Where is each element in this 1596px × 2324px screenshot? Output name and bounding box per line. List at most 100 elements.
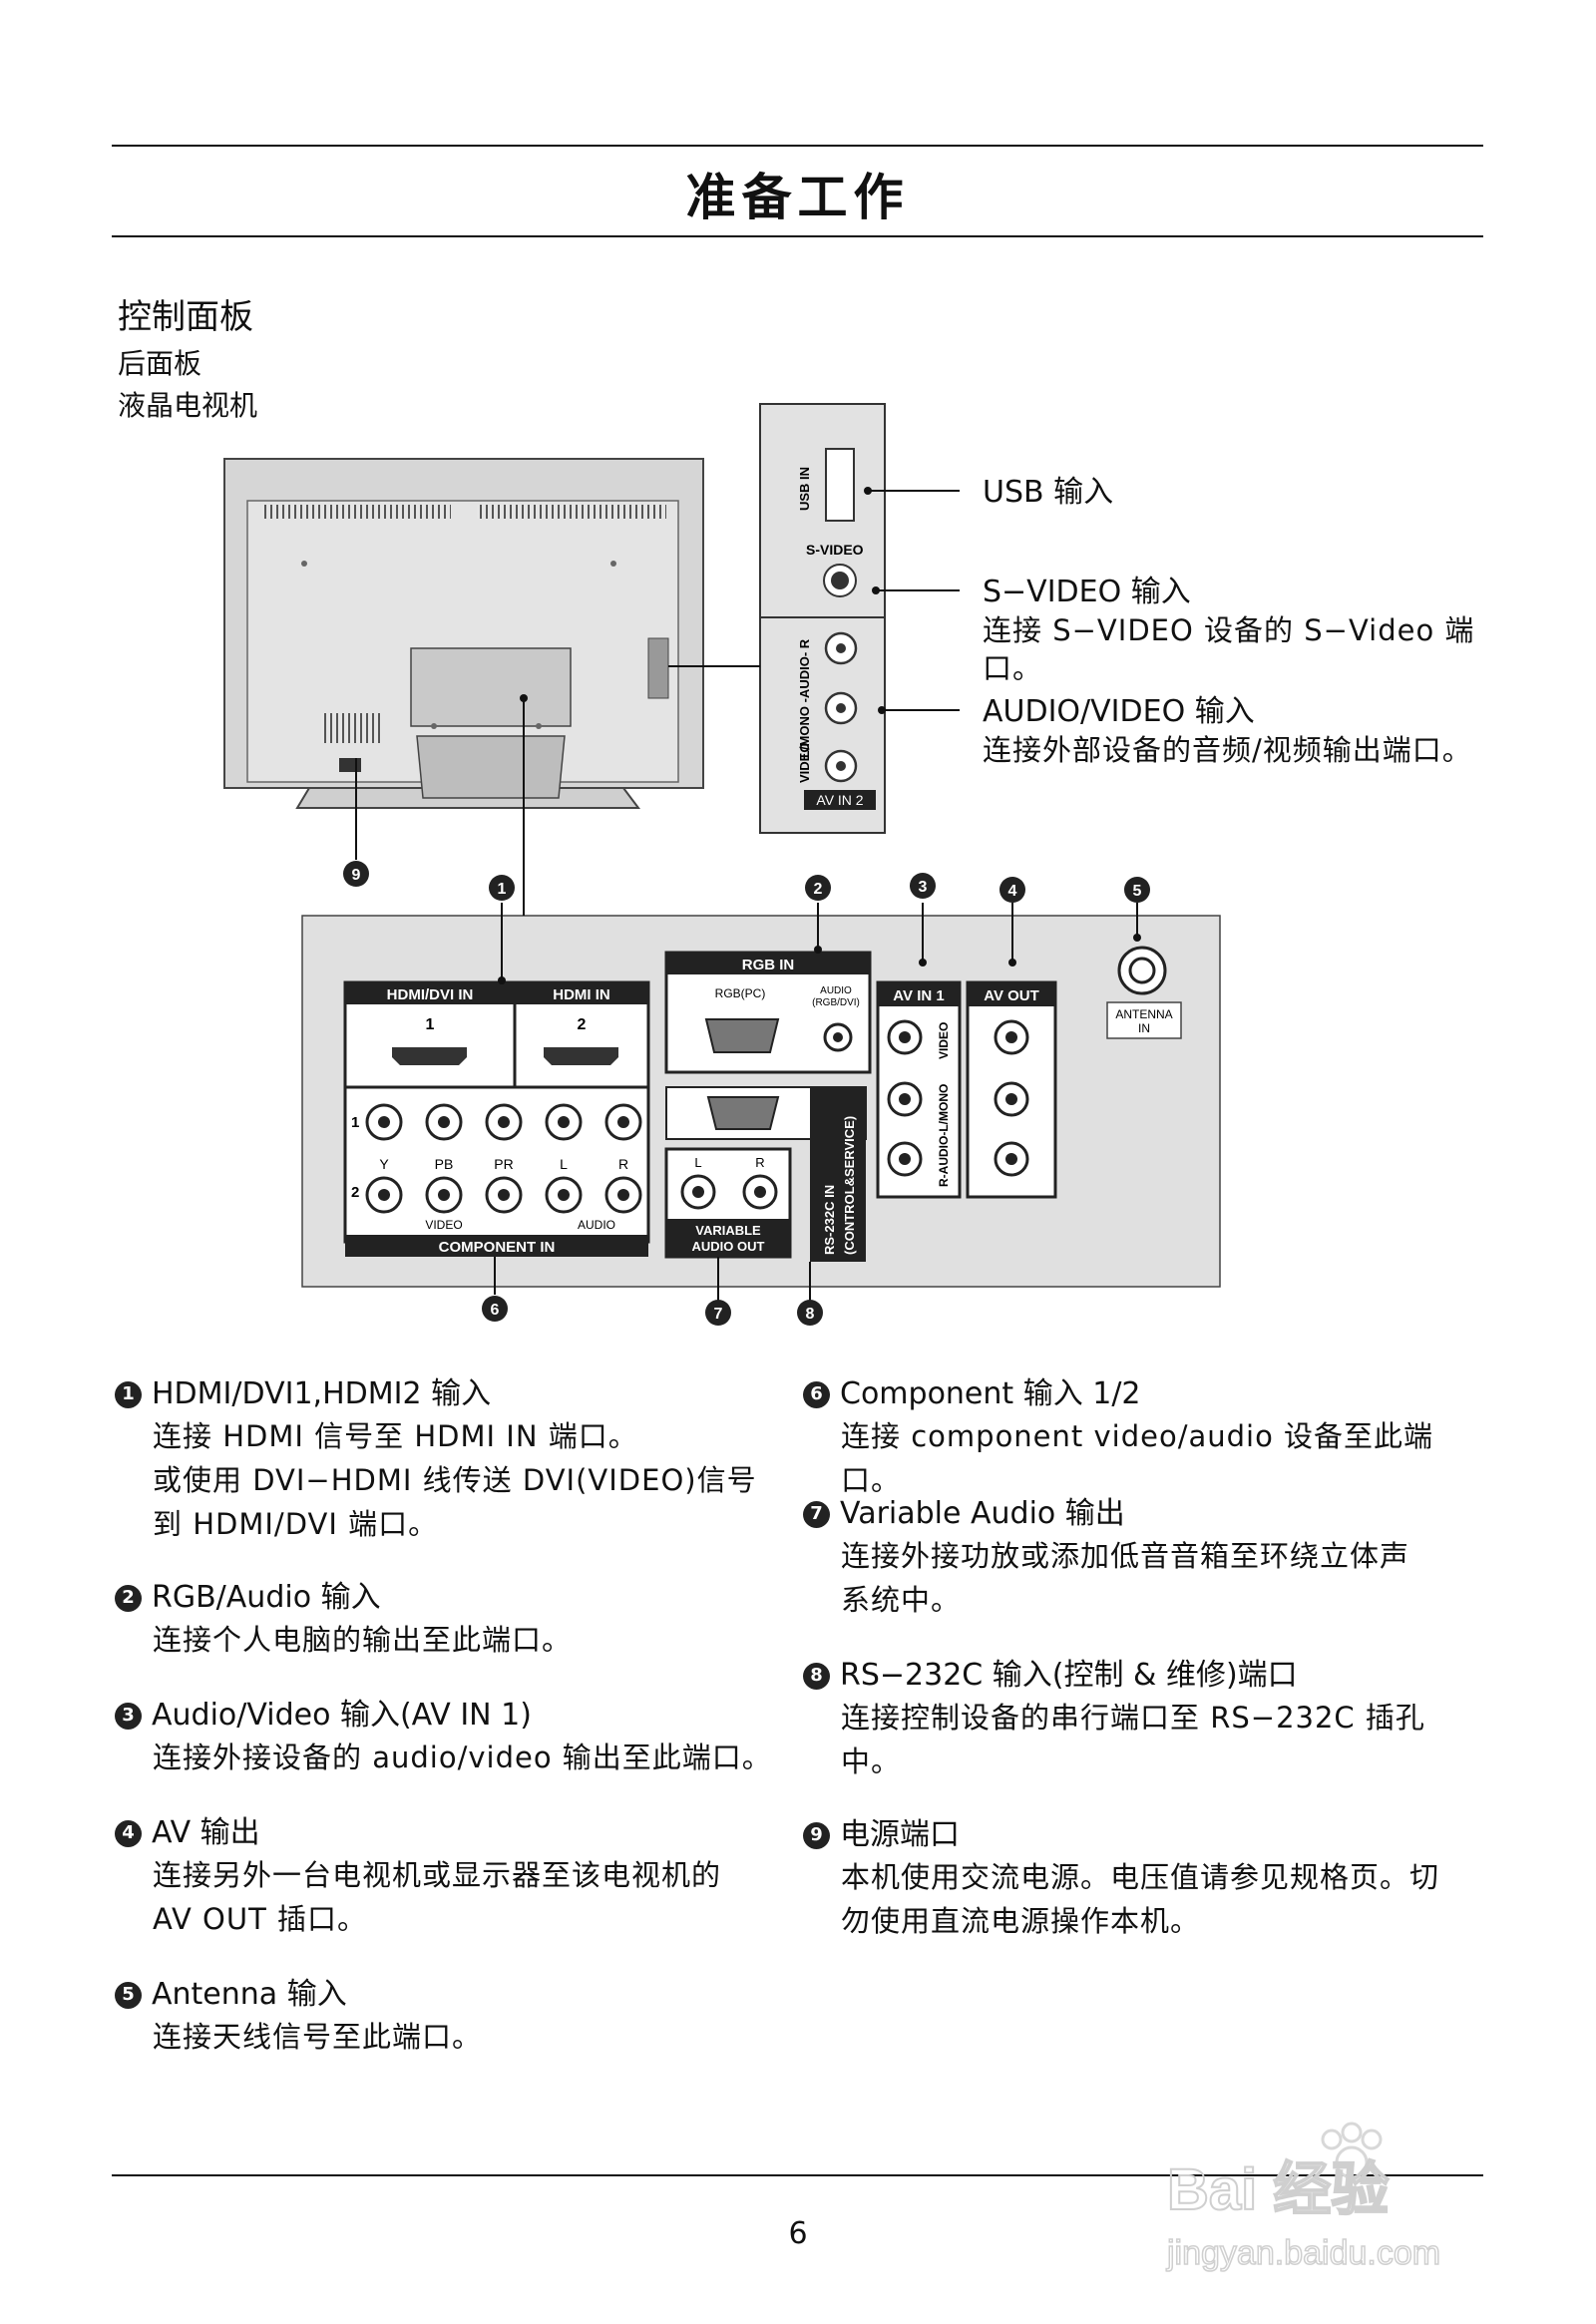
callout-usb-title: USB 输入 [983,475,1114,510]
rear-panel-diagram: USB IN S-VIDEO L/MONO -AUDIO- R VIDEO AV… [223,403,1221,1326]
svg-text:8: 8 [806,1306,815,1323]
item-desc-line: 或使用 DVI−HDMI 线传送 DVI(VIDEO)信号 [153,1463,757,1497]
item-number: 7 [803,1500,830,1528]
item-number: 2 [115,1584,142,1612]
component-audio-label: AUDIO [578,1218,615,1232]
hdmi-dvi-in-label: HDMI/DVI IN [387,986,474,1003]
watermark-brand: Bai 经验 [1167,2157,1389,2222]
watermark-url: jingyan.baidu.com [1166,2234,1440,2272]
top-rule [112,145,1483,147]
component-l-label: L [560,1156,568,1172]
item-title: RGB/Audio 输入 [152,1580,381,1615]
svg-text:4: 4 [1008,883,1017,900]
item-desc-line: 连接外接设备的 audio/video 输出至此端口。 [153,1741,772,1774]
callout-svideo-title: S−VIDEO 输入 [983,575,1191,609]
svg-text:7: 7 [714,1306,723,1323]
subsection-rear-panel: 后面板 [118,347,202,380]
marker-8: 8 [797,1300,823,1326]
item-desc-line: 本机使用交流电源。电压值请参见规格页。切 [841,1860,1440,1894]
bottom-rule [112,2174,1483,2176]
item-desc-line: 连接天线信号至此端口。 [153,2020,483,2054]
list-item: 8 RS−232C 输入(控制 & 维修)端口 连接控制设备的串行端口至 RS−2… [803,1656,1481,1783]
item-desc-line: 连接控制设备的串行端口至 RS−232C 插孔 [841,1701,1425,1735]
side-audio-label: L/MONO -AUDIO- R [797,638,812,758]
title-rule [112,235,1483,237]
tv-back-illustration [223,458,704,809]
item-desc-line: 连接个人电脑的输出至此端口。 [153,1623,573,1657]
variable-label-2: AUDIO OUT [692,1239,765,1254]
rgb-in-label: RGB IN [742,957,795,973]
marker-2: 2 [805,875,831,901]
item-desc-line: 连接 component video/audio 设备至此端口。 [841,1419,1434,1497]
callout-av-desc: 连接外部设备的音频/视频输出端口。 [983,733,1472,767]
list-item: 5 Antenna 输入 连接天线信号至此端口。 [115,1975,793,2059]
component-pb-label: PB [435,1156,454,1172]
page-number: 6 [788,2216,808,2251]
item-number: 1 [115,1380,142,1408]
marker-4: 4 [999,877,1025,903]
svg-text:5: 5 [1133,883,1142,900]
item-number: 6 [803,1380,830,1408]
side-av-panel: USB IN S-VIDEO L/MONO -AUDIO- R VIDEO AV… [759,403,886,834]
av-out-label: AV OUT [984,987,1039,1004]
marker-7: 7 [705,1300,731,1326]
av-in-1-label: AV IN 1 [893,987,944,1004]
subsection-lcd-tv: 液晶电视机 [118,389,258,422]
component-y-label: Y [379,1156,389,1172]
callout-av: AUDIO/VIDEO 输入 连接外部设备的音频/视频输出端口。 [983,693,1481,769]
item-desc-line: 连接外接功放或添加低音音箱至环绕立体声 [841,1539,1410,1573]
audio-rgb-dvi-label-1: AUDIO [820,985,852,996]
marker-3: 3 [910,873,936,899]
variable-label-1: VARIABLE [695,1223,761,1238]
marker-5: 5 [1124,877,1150,903]
list-item: 1 HDMI/DVI1,HDMI2 输入 连接 HDMI 信号至 HDMI IN … [115,1374,793,1546]
rgb-pc-label: RGB(PC) [715,986,766,1000]
component-in-label: COMPONENT IN [439,1239,556,1256]
item-desc-line: 连接 HDMI 信号至 HDMI IN 端口。 [153,1419,638,1453]
svg-text:3: 3 [919,879,928,896]
hdmi-1-label: 1 [426,1016,435,1033]
item-title: Audio/Video 输入(AV IN 1) [152,1698,532,1733]
item-title: Variable Audio 输出 [840,1496,1125,1531]
usb-in-label: USB IN [797,467,812,511]
callout-svideo: S−VIDEO 输入 连接 S−VIDEO 设备的 S−Video 端口。 [983,574,1481,687]
item-desc-line: 勿使用直流电源操作本机。 [841,1904,1201,1938]
component-r-label: R [618,1156,628,1172]
item-desc-line: 连接另外一台电视机或显示器至该电视机的 [153,1858,722,1892]
list-item: 7 Variable Audio 输出 连接外接功放或添加低音音箱至环绕立体声系统… [803,1494,1481,1622]
item-title: RS−232C 输入(控制 & 维修)端口 [840,1658,1298,1693]
antenna-label-1: ANTENNA [1115,1007,1172,1021]
item-desc-line: 中。 [841,1744,902,1778]
item-desc-line: AV OUT 插口。 [153,1902,368,1936]
item-title: Antenna 输入 [152,1977,347,2012]
variable-l-label: L [694,1155,701,1170]
item-desc-line: 到 HDMI/DVI 端口。 [153,1507,439,1541]
page-title: 准备工作 [685,169,910,226]
side-video-label: VIDEO [797,743,812,783]
item-desc-line: 系统中。 [841,1583,962,1617]
main-connector-panel: HDMI/DVI IN HDMI IN 1 2 1 2 Y PB PR L R … [301,915,1221,1288]
watermark-logo: Bai 经验 jingyan.baidu.com [1165,2122,1441,2273]
component-row-1-label: 1 [351,1114,359,1131]
item-title: 电源端口 [840,1817,960,1852]
callout-usb: USB 输入 [983,474,1113,512]
item-number: 5 [115,1981,142,2009]
list-item: 6 Component 输入 1/2 连接 component video/aud… [803,1374,1481,1502]
rs232-label-1: RS-232C IN [822,1185,837,1255]
marker-9: 9 [343,861,369,887]
svg-text:2: 2 [814,881,823,898]
marker-6: 6 [482,1296,508,1322]
section-heading: 控制面板 [118,297,253,337]
svg-text:9: 9 [352,867,361,884]
item-number: 4 [115,1819,142,1847]
item-number: 8 [803,1662,830,1690]
marker-1: 1 [489,875,515,901]
item-title: HDMI/DVI1,HDMI2 输入 [152,1376,492,1411]
svg-text:1: 1 [498,881,507,898]
av-in-1-audio-label: R-AUDIO-L/MONO [937,1084,951,1187]
hdmi-2-label: 2 [578,1016,587,1033]
item-title: Component 输入 1/2 [840,1376,1141,1411]
item-number: 9 [803,1821,830,1849]
